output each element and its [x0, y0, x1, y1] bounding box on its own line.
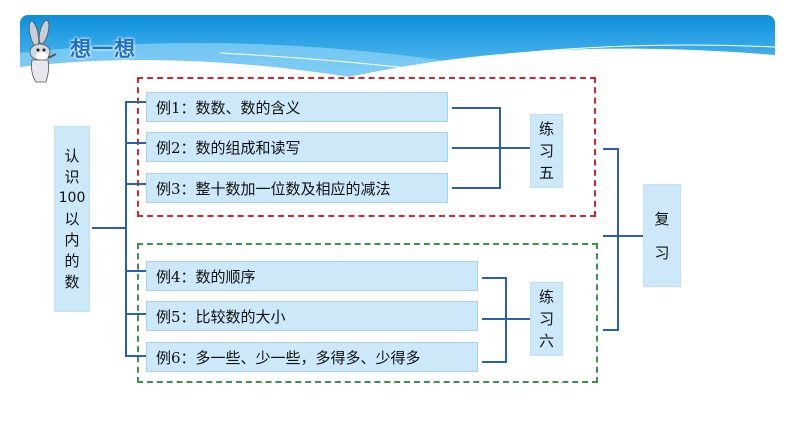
example-box: 例5：比较数的大小 — [146, 301, 478, 331]
root-char: 内 — [64, 230, 80, 249]
root-char: 以 — [64, 209, 80, 228]
root-char: 数 — [64, 272, 80, 291]
exercise-box: 练 习 六 — [530, 282, 563, 356]
example-label: 例5：比较数的大小 — [156, 307, 286, 326]
example-box: 例6：多一些、少一些，多得多、少得多 — [146, 342, 478, 372]
connector-line — [92, 227, 126, 229]
exercise-char: 五 — [538, 164, 554, 182]
header-banner — [20, 15, 775, 77]
connector-line — [603, 148, 619, 150]
connector-line — [603, 235, 643, 237]
connector-line — [125, 101, 127, 357]
connector-line — [452, 147, 530, 149]
root-char: 识 — [64, 167, 80, 186]
connector-line — [125, 313, 146, 315]
connector-line — [125, 101, 146, 103]
root-char: 100 — [58, 189, 86, 206]
root-char: 认 — [64, 146, 80, 165]
connector-line — [505, 277, 507, 363]
example-label: 例2：数的组成和读写 — [156, 138, 301, 157]
exercise-box: 练 习 五 — [530, 114, 563, 188]
exercise-char: 习 — [538, 142, 554, 160]
connector-line — [617, 148, 619, 331]
connector-line — [125, 183, 146, 185]
example-label: 例6：多一些、少一些，多得多、少得多 — [156, 348, 421, 367]
example-box: 例2：数的组成和读写 — [146, 132, 448, 162]
example-label: 例4：数的顺序 — [156, 267, 256, 286]
review-box: 复 习 — [643, 184, 681, 287]
review-char: 复 — [654, 209, 670, 228]
example-box: 例1：数数、数的含义 — [146, 92, 448, 122]
exercise-char: 练 — [538, 120, 554, 138]
example-box: 例4：数的顺序 — [146, 261, 478, 291]
root-char: 的 — [64, 251, 80, 270]
example-label: 例1：数数、数的含义 — [156, 98, 301, 117]
page-title: 想一想 — [70, 37, 136, 61]
connector-line — [125, 142, 146, 144]
connector-line — [482, 361, 507, 363]
review-char: 习 — [654, 243, 670, 262]
exercise-char: 练 — [538, 288, 554, 306]
example-label: 例3：整十数加一位数及相应的减法 — [156, 179, 391, 198]
connector-line — [125, 355, 146, 357]
connector-line — [125, 270, 146, 272]
banner-background — [20, 15, 775, 77]
group-top-frame — [137, 77, 596, 217]
bunny-mascot-icon — [28, 19, 57, 83]
root-topic-box: 认 识 100 以 内 的 数 — [54, 126, 90, 312]
exercise-char: 习 — [538, 310, 554, 328]
exercise-char: 六 — [538, 332, 554, 350]
connector-line — [482, 277, 507, 279]
connector-line — [603, 329, 619, 331]
connector-line — [452, 107, 501, 109]
example-box: 例3：整十数加一位数及相应的减法 — [146, 173, 448, 203]
connector-line — [452, 187, 501, 189]
connector-line — [499, 107, 501, 189]
